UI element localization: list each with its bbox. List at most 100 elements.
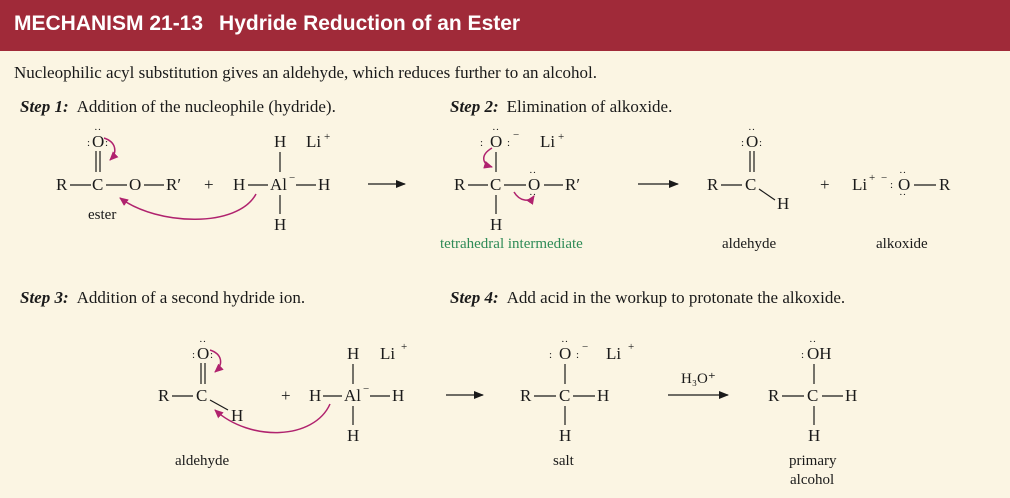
svg-text:+: + xyxy=(324,131,330,143)
ester-carbonyl-oxygen: O xyxy=(92,132,104,151)
hydride-left-h: H xyxy=(233,175,245,194)
svg-text:··: ·· xyxy=(561,336,568,348)
step-3-text: Addition of a second hydride ion. xyxy=(76,288,306,307)
step-4-label: Step 4: xyxy=(450,288,499,307)
svg-text:··: ·· xyxy=(529,167,536,179)
intermediate-r-prime: R′ xyxy=(565,175,580,194)
salt-r-group: R xyxy=(520,386,532,405)
plus-sign-1: + xyxy=(204,175,214,194)
svg-text::: : xyxy=(741,137,744,149)
step-2-label: Step 2: xyxy=(450,97,499,116)
alcohol-carbon: C xyxy=(807,386,818,405)
aldehyde-carbon-1: C xyxy=(745,175,756,194)
step-2-tetrahedral-intermediate: O : : ·· − Li + R C O ·· ·· R′ H tetrahe… xyxy=(440,124,583,252)
alcohol-bottom-h: H xyxy=(808,426,820,445)
ester-r-group: R xyxy=(56,175,68,194)
intermediate-oxygen: O xyxy=(528,175,540,194)
svg-text:+: + xyxy=(401,341,407,353)
aldehyde-label-2: aldehyde xyxy=(175,453,229,469)
hydride2-bottom-h: H xyxy=(347,426,359,445)
svg-text:··: ·· xyxy=(529,189,536,201)
intermediate-bottom-h: H xyxy=(490,215,502,234)
ester-oxygen: O xyxy=(129,175,141,194)
plus-sign-3: + xyxy=(281,386,291,405)
lithium-cation-3: Li xyxy=(852,175,867,194)
aldehyde-carbon-2: C xyxy=(196,386,207,405)
lithium-cation-4: Li xyxy=(380,344,395,363)
plus-sign-2: + xyxy=(820,175,830,194)
reform-carbonyl-arrow xyxy=(483,147,493,169)
svg-text:−: − xyxy=(513,129,519,141)
step-2-text: Elimination of alkoxide. xyxy=(506,97,673,116)
svg-text::: : xyxy=(801,349,804,361)
intermediate-carbon: C xyxy=(490,175,501,194)
alkoxide-label: alkoxide xyxy=(876,236,928,252)
lithium-cation-5: Li xyxy=(606,344,621,363)
step-1-hydride-reagent: H Li + H Al − H H xyxy=(119,131,330,234)
svg-text::: : xyxy=(759,137,762,149)
intermediate-r-group: R xyxy=(454,175,466,194)
step-2-heading: Step 2: Elimination of alkoxide. xyxy=(450,97,672,117)
aluminum-atom-1: Al xyxy=(270,175,287,194)
svg-text:−: − xyxy=(289,172,295,184)
alkoxide-oxygen-1: O xyxy=(490,132,502,151)
hydride-right-h: H xyxy=(318,175,330,194)
svg-text:··: ·· xyxy=(492,124,499,136)
hydride2-left-h: H xyxy=(309,386,321,405)
tetrahedral-label: tetrahedral intermediate xyxy=(440,236,583,252)
step-3-label: Step 3: xyxy=(20,288,69,307)
hydride-attack-arrow xyxy=(119,193,257,220)
svg-text:··: ·· xyxy=(199,336,206,348)
step-1-label: Step 1: xyxy=(20,97,69,116)
svg-text:−: − xyxy=(881,172,887,184)
mechanism-number: MECHANISM 21-13 xyxy=(14,12,204,35)
svg-text::: : xyxy=(576,349,579,361)
ester-carbon: C xyxy=(92,175,103,194)
hydride2-right-h: H xyxy=(392,386,404,405)
svg-text:−: − xyxy=(582,341,588,353)
primary-label: primary xyxy=(789,453,837,469)
svg-text:··: ·· xyxy=(748,124,755,136)
aldehyde-r-group-2: R xyxy=(158,386,170,405)
salt-bottom-h: H xyxy=(559,426,571,445)
hydride-bottom-h: H xyxy=(274,215,286,234)
svg-text::: : xyxy=(192,349,195,361)
salt-oxygen: O xyxy=(559,344,571,363)
hydride2-top-h: H xyxy=(347,344,359,363)
step-3-heading: Step 3: Addition of a second hydride ion. xyxy=(20,288,305,308)
aldehyde-r-group-1: R xyxy=(707,175,719,194)
step-4-heading: Step 4:Add acid in the workup to protona… xyxy=(450,288,845,308)
ester-o-lone-pair-right: : xyxy=(105,137,108,149)
svg-text::: : xyxy=(507,137,510,149)
mechanism-subtitle: Hydride Reduction of an Ester xyxy=(219,12,521,35)
hydride2-attack-arrow xyxy=(214,403,331,434)
aldehyde-h-1: H xyxy=(777,194,789,213)
svg-text:+: + xyxy=(558,131,564,143)
alcohol-oh-group: OH xyxy=(807,344,832,363)
alkoxide-leaving-arrow xyxy=(513,191,535,205)
hydride-top-h: H xyxy=(274,132,286,151)
ester-electron-arrow xyxy=(103,137,119,161)
salt-label: salt xyxy=(553,453,575,469)
salt-carbon: C xyxy=(559,386,570,405)
ester-r-prime: R′ xyxy=(166,175,181,194)
svg-text:··: ·· xyxy=(899,189,906,201)
step-1-ester-structure: O : : ·· R C O R′ ester xyxy=(56,124,181,223)
svg-text::: : xyxy=(210,349,213,361)
alcohol-right-h: H xyxy=(845,386,857,405)
step-1-text: Addition of the nucleophile (hydride). xyxy=(76,97,336,116)
svg-text::: : xyxy=(890,179,893,191)
step-3-hydride-reagent: H Li + H Al − H H xyxy=(214,341,407,445)
svg-text:+: + xyxy=(628,341,634,353)
salt-right-h: H xyxy=(597,386,609,405)
ester-label: ester xyxy=(88,207,116,223)
lithium-cation-1: Li xyxy=(306,132,321,151)
ester-o-lone-pair-left: : xyxy=(87,137,90,149)
step-1-heading: Step 1: Addition of the nucleophile (hydr… xyxy=(20,97,336,117)
acid-reagent-label: H₃O⁺ xyxy=(681,371,716,387)
ester-o-lone-pair-top: ·· xyxy=(94,124,101,136)
alkoxide-oxygen-2: O xyxy=(898,175,910,194)
step-3-aldehyde: O : : ·· R C H aldehyde xyxy=(158,336,243,469)
svg-text:−: − xyxy=(363,383,369,395)
